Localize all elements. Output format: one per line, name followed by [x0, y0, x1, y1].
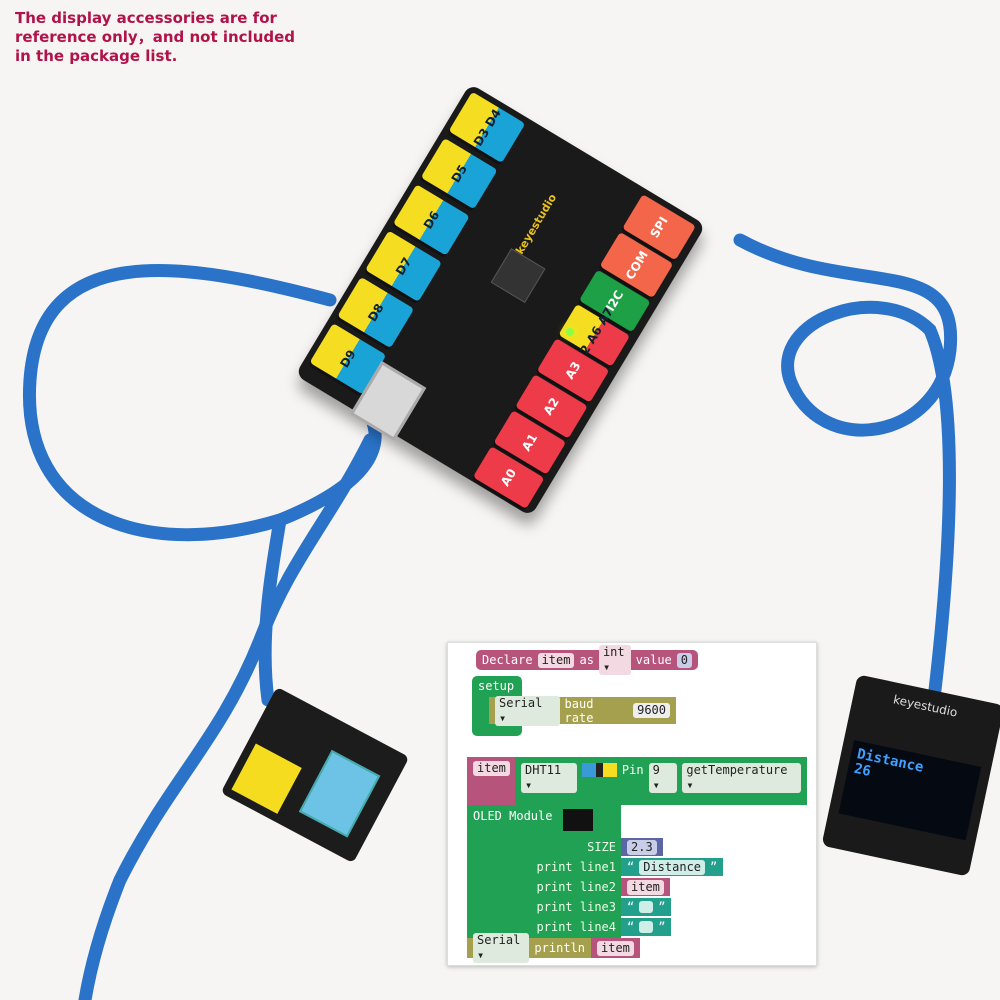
- size-label: SIZE: [587, 840, 616, 854]
- mcu-chip: [490, 248, 546, 304]
- line1-label: print line1: [536, 860, 616, 874]
- sensor-connector: [231, 743, 302, 814]
- line4-text-block[interactable]: “”: [621, 918, 672, 936]
- pin-dropdown[interactable]: 9 ▾: [648, 763, 678, 793]
- serial-dropdown-2[interactable]: Serial ▾: [473, 933, 530, 963]
- usb-cable-sensor: [258, 513, 287, 707]
- i2c-cable: [733, 233, 958, 697]
- line2-var-block[interactable]: item: [621, 878, 670, 896]
- baud-field[interactable]: 9600: [633, 703, 670, 718]
- line2-label: print line2: [536, 880, 616, 894]
- dht11-thumbnail-icon: [582, 763, 617, 777]
- type-dropdown[interactable]: int ▾: [598, 645, 631, 675]
- power-led: [566, 328, 574, 336]
- oled-screen: Distance 26: [838, 739, 982, 841]
- serial-println-block[interactable]: Serial ▾println: [467, 933, 591, 963]
- usb-cable-lower: [78, 433, 377, 1000]
- var-field[interactable]: item: [537, 652, 575, 668]
- board-brand: keyestudio: [513, 191, 560, 257]
- oled-brand: keyestudio: [891, 692, 959, 720]
- method-dropdown[interactable]: getTemperature ▾: [682, 763, 801, 793]
- line3-label: print line3: [536, 900, 616, 914]
- usb-cable-main: [23, 264, 382, 542]
- println-value-block[interactable]: item: [591, 938, 640, 958]
- size-value-block[interactable]: 2.3: [621, 838, 663, 856]
- line1-text-block[interactable]: “Distance”: [621, 858, 724, 876]
- sensor-dropdown[interactable]: DHT11 ▾: [521, 763, 578, 793]
- value-field[interactable]: 0: [676, 652, 692, 668]
- oled-thumbnail-icon: [563, 809, 594, 831]
- serial-baud-block[interactable]: Serial ▾baud rate 9600: [489, 695, 676, 726]
- dht11-grille: [298, 749, 381, 838]
- serial-dropdown[interactable]: Serial ▾: [495, 695, 560, 726]
- assign-item-block[interactable]: item: [467, 757, 515, 805]
- line3-text-block[interactable]: “”: [621, 898, 672, 916]
- line4-label: print line4: [536, 920, 616, 934]
- oled-block[interactable]: OLED Module: [467, 805, 621, 940]
- notice-text: The display accessories are for referenc…: [15, 9, 296, 65]
